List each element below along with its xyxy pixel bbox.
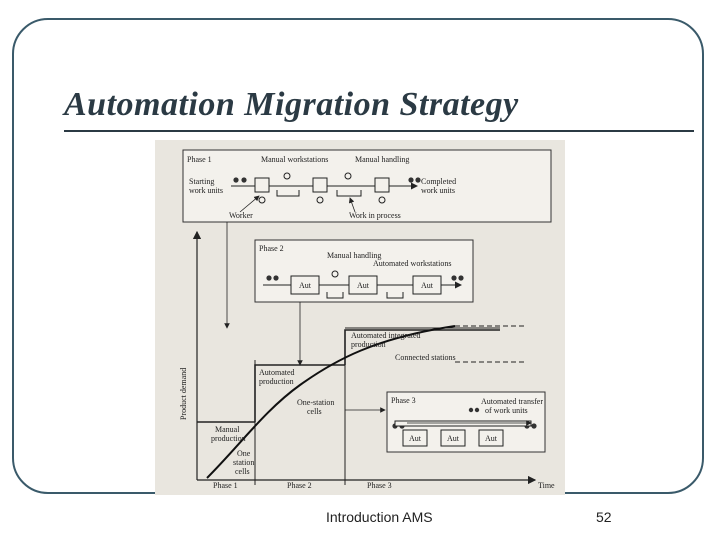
automated-transfer-label-2: of work units <box>485 406 528 415</box>
one-station-cells-label-1: One <box>237 449 251 458</box>
phase3-label: Phase 3 <box>391 396 416 405</box>
completed-label-2: work units <box>421 186 455 195</box>
phase3-aut-3: Aut <box>485 434 498 443</box>
automated-integrated-label-1: Automated integrated <box>351 331 421 340</box>
slide-title: Automation Migration Strategy <box>64 86 519 123</box>
worker-label: Worker <box>229 211 253 220</box>
graph-ylabel: Product demand <box>179 368 188 420</box>
starting-label-2: work units <box>189 186 223 195</box>
completed-label-1: Completed <box>421 177 456 186</box>
one-station-cells-label-3: cells <box>235 467 250 476</box>
manual-production-label-2: production <box>211 434 246 443</box>
phase3-aut-2: Aut <box>447 434 460 443</box>
x-phase-1: Phase 1 <box>213 481 238 490</box>
one-station-label-2: cells <box>307 407 322 416</box>
footer-text: Introduction AMS <box>326 509 433 525</box>
phase2-aut-2: Aut <box>357 281 370 290</box>
phase3-aut-1: Aut <box>409 434 422 443</box>
phase2-label: Phase 2 <box>259 244 284 253</box>
manual-production-label-1: Manual <box>215 425 240 434</box>
title-underline <box>64 130 694 132</box>
phase1-box: Phase 1 Manual workstations Manual handl… <box>182 149 552 223</box>
automated-integrated-label-2: production <box>351 340 386 349</box>
x-phase-2: Phase 2 <box>287 481 312 490</box>
x-phase-3: Phase 3 <box>367 481 392 490</box>
demand-graph: Product demand Time Phase 1 Phase 2 Phas… <box>179 230 555 490</box>
graph-xlabel: Time <box>538 481 555 490</box>
automated-production-label-1: Automated <box>259 368 295 377</box>
page-number: 52 <box>596 509 612 525</box>
phase2-manual-handling-label: Manual handling <box>327 251 381 260</box>
automated-production-label-2: production <box>259 377 294 386</box>
manual-workstations-label: Manual workstations <box>261 155 328 164</box>
starting-label-1: Starting <box>189 177 214 186</box>
manual-handling-label: Manual handling <box>355 155 409 164</box>
phase2-box: Phase 2 Manual handling Automated workst… <box>254 239 474 303</box>
wip-label: Work in process <box>349 211 401 220</box>
phase1-label: Phase 1 <box>187 155 212 164</box>
migration-diagram: Phase 1 Manual workstations Manual handl… <box>155 140 565 495</box>
phase2-aut-1: Aut <box>299 281 312 290</box>
phase3-box: Phase 3 Automated transfer of work units… <box>386 391 546 453</box>
one-station-cells-label-2: station <box>233 458 254 467</box>
one-station-label-1: One-station <box>297 398 334 407</box>
automated-workstations-label: Automated workstations <box>373 259 451 268</box>
phase2-aut-3: Aut <box>421 281 434 290</box>
connected-stations-label: Connected stations <box>395 353 456 362</box>
automated-transfer-label-1: Automated transfer <box>481 397 543 406</box>
